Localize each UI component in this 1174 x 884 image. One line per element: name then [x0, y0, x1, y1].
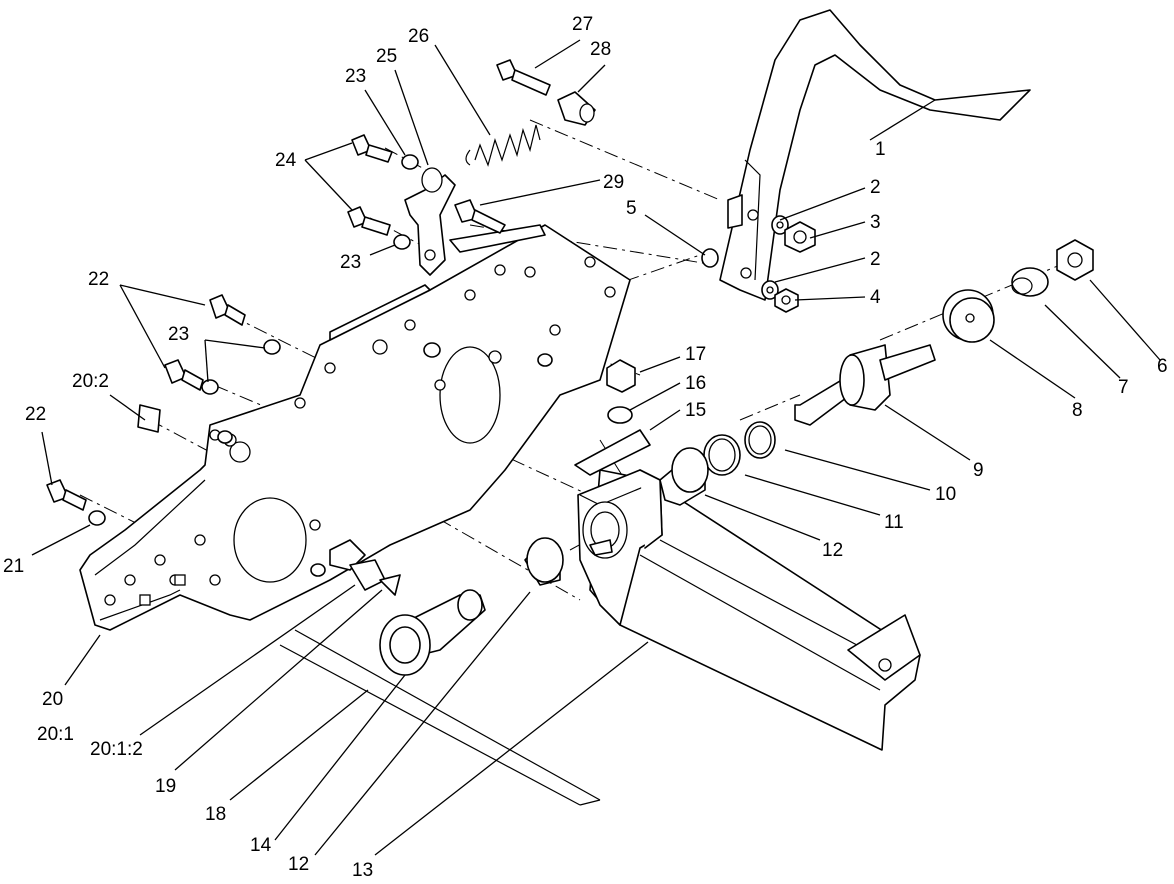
callout-label: 6	[1157, 356, 1168, 377]
callout-label: 27	[572, 14, 593, 35]
leader-lines	[31, 39, 1161, 856]
gear-shaft	[329, 539, 486, 676]
callout-label: 20:1:2	[90, 739, 143, 760]
callout-label: 5	[626, 198, 637, 219]
callout-label: 29	[603, 172, 624, 193]
callout-label: 18	[205, 804, 226, 825]
callout-label: 23	[168, 324, 189, 345]
callouts: 1 2 2 3 4 5 6 7 8 9 10 11 12 12 13 14 15…	[3, 14, 1168, 881]
callout-label: 15	[685, 400, 706, 421]
callout-label: 25	[376, 46, 397, 67]
callout-label: 20	[42, 689, 63, 710]
callout-label: 8	[1072, 400, 1083, 421]
callout-label: 12	[288, 854, 309, 875]
handle-hardware	[46, 59, 816, 526]
callout-label: 10	[935, 484, 956, 505]
callout-label: 28	[590, 39, 611, 60]
side-plate	[79, 224, 631, 631]
shaft-assembly	[524, 239, 1094, 586]
lever-bracket-block	[577, 469, 663, 626]
callout-label: 2	[870, 177, 881, 198]
callout-label: 20:1	[37, 724, 74, 745]
callout-label: 2	[870, 249, 881, 270]
callout-label: 17	[685, 344, 706, 365]
callout-label: 13	[352, 860, 373, 881]
callout-label: 20:2	[72, 371, 109, 392]
callout-label: 3	[870, 212, 881, 233]
callout-label: 23	[345, 66, 366, 87]
pivot-plate	[404, 167, 456, 276]
callout-label: 16	[685, 373, 706, 394]
callout-label: 21	[3, 556, 24, 577]
callout-label: 14	[250, 835, 272, 856]
control-handle	[719, 9, 1031, 301]
callout-label: 7	[1118, 377, 1129, 398]
callout-label: 24	[275, 150, 297, 171]
frame-rail	[279, 469, 921, 806]
callout-label: 19	[155, 776, 176, 797]
callout-label: 4	[870, 287, 881, 308]
callout-label: 1	[875, 139, 886, 160]
callout-label: 22	[25, 404, 46, 425]
callout-label: 26	[408, 26, 429, 47]
callout-label: 12	[822, 540, 843, 561]
callout-label: 9	[973, 460, 984, 481]
callout-label: 23	[340, 252, 361, 273]
callout-label: 22	[88, 269, 109, 290]
callout-label: 11	[884, 512, 904, 533]
